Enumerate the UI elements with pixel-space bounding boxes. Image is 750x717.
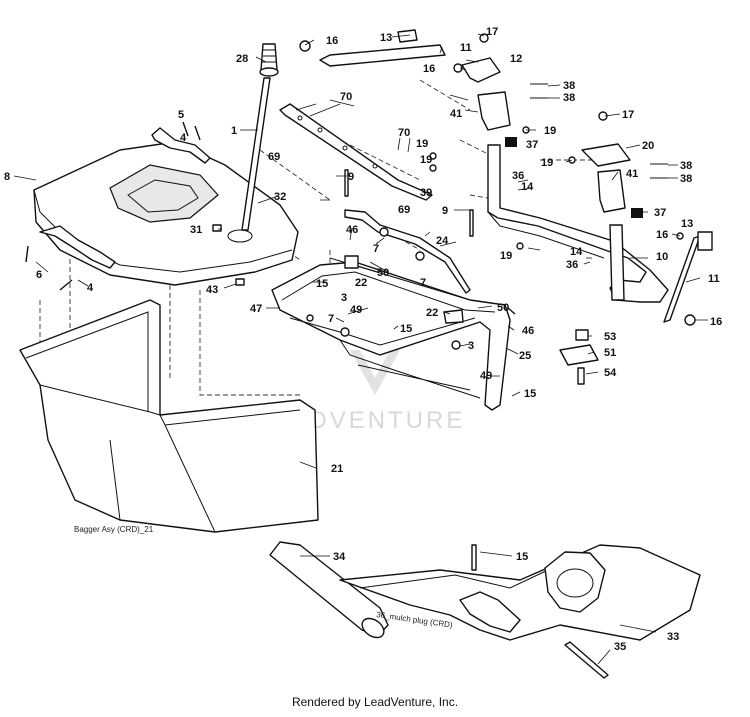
callout-37a: 37 xyxy=(526,139,538,151)
callout-46b: 46 xyxy=(522,325,534,337)
cover-handle xyxy=(39,127,211,269)
mulch-plug-assembly xyxy=(269,541,701,679)
callout-14b: 14 xyxy=(570,246,583,258)
callout-38c: 38 xyxy=(680,160,692,172)
callout-19a: 19 xyxy=(544,125,556,137)
hardware-fasteners xyxy=(25,33,696,350)
callout-36a: 36 xyxy=(512,170,524,182)
callout-15d: 15 xyxy=(516,551,528,563)
callout-19b: 19 xyxy=(416,138,428,150)
callout-35: 35 xyxy=(614,641,626,653)
leader-lines xyxy=(13,33,708,665)
callout-16c: 16 xyxy=(656,229,668,241)
top-brackets xyxy=(319,29,501,83)
callout-21: 21 xyxy=(331,463,343,475)
callout-16b: 16 xyxy=(423,63,435,75)
callout-11a: 11 xyxy=(460,42,472,54)
callout-16d: 16 xyxy=(710,316,722,328)
callout-4: 4 xyxy=(180,132,187,144)
callout-15a: 15 xyxy=(316,278,328,290)
callout-38b: 38 xyxy=(563,92,575,104)
callout-1: 1 xyxy=(231,125,237,137)
callout-41a: 41 xyxy=(450,108,462,120)
callout-9b: 9 xyxy=(442,205,448,217)
callout-32: 32 xyxy=(274,191,286,203)
callout-15b: 15 xyxy=(400,323,412,335)
callout-38a: 38 xyxy=(563,80,575,92)
callout-22b: 22 xyxy=(426,307,438,319)
callout-69a: 69 xyxy=(268,151,280,163)
callout-12: 12 xyxy=(510,53,522,65)
callout-5: 5 xyxy=(178,109,184,121)
callout-17a: 17 xyxy=(486,26,498,38)
callout-36b: 36 xyxy=(566,259,578,271)
callout-37b: 37 xyxy=(654,207,666,219)
callout-14a: 14 xyxy=(521,181,534,193)
callout-38d: 38 xyxy=(680,173,692,185)
callout-51: 51 xyxy=(604,347,616,359)
lever-rod xyxy=(241,43,279,231)
callout-19e: 19 xyxy=(500,250,512,262)
grass-bag xyxy=(19,299,319,533)
callout-43: 43 xyxy=(206,284,218,296)
right-strap xyxy=(663,231,713,323)
callout-46a: 46 xyxy=(346,224,358,236)
footer-credit: Rendered by LeadVenture, Inc. xyxy=(291,695,459,709)
callout-70a: 70 xyxy=(340,91,352,103)
callout-33: 33 xyxy=(667,631,679,643)
note-bagger-assy: Bagger Asy (CRD)_21 xyxy=(74,525,154,534)
callout-16a: 16 xyxy=(326,35,338,47)
callout-19c: 19 xyxy=(420,154,432,166)
callout-25: 25 xyxy=(519,350,531,362)
callout-15c: 15 xyxy=(524,388,536,400)
callout-49b: 49 xyxy=(480,370,492,382)
callout-69b: 69 xyxy=(398,204,410,216)
callout-34: 34 xyxy=(333,551,346,563)
callout-7b: 7 xyxy=(420,277,426,289)
callout-7c: 7 xyxy=(328,313,334,325)
callout-28: 28 xyxy=(236,53,248,65)
callout-54: 54 xyxy=(604,367,617,379)
side-frame xyxy=(477,91,669,303)
callout-9: 9 xyxy=(348,171,354,183)
callout-11b: 11 xyxy=(708,273,720,285)
callout-13b: 13 xyxy=(681,218,693,230)
callout-41b: 41 xyxy=(626,168,638,180)
callout-31: 31 xyxy=(190,224,202,236)
callout-50b: 50 xyxy=(497,302,509,314)
callout-4b: 4 xyxy=(87,282,94,294)
callout-6: 6 xyxy=(36,269,42,281)
callout-39: 39 xyxy=(420,187,432,199)
callout-47: 47 xyxy=(250,303,262,315)
callout-10: 10 xyxy=(656,251,668,263)
callout-70b: 70 xyxy=(398,127,410,139)
callout-49a: 49 xyxy=(350,304,362,316)
callout-labels: 28 1 5 4 8 32 31 6 4 43 47 16 13 17 11 1… xyxy=(4,26,722,653)
callout-50a: 50 xyxy=(377,267,389,279)
mounting-rails xyxy=(279,103,433,201)
callout-13a: 13 xyxy=(380,32,392,44)
callout-17b: 17 xyxy=(622,109,634,121)
callout-24: 24 xyxy=(436,235,449,247)
callout-20: 20 xyxy=(642,140,654,152)
callout-3b: 3 xyxy=(468,340,474,352)
callout-19d: 19 xyxy=(541,157,553,169)
bagger-cover xyxy=(33,141,299,286)
callout-8: 8 xyxy=(4,171,10,183)
bagger-frame xyxy=(271,257,511,411)
callout-53: 53 xyxy=(604,331,616,343)
callout-7a: 7 xyxy=(373,243,379,255)
callout-3a: 3 xyxy=(341,292,347,304)
latch-clip xyxy=(559,329,599,385)
support-rod xyxy=(344,209,471,294)
callout-22a: 22 xyxy=(355,277,367,289)
